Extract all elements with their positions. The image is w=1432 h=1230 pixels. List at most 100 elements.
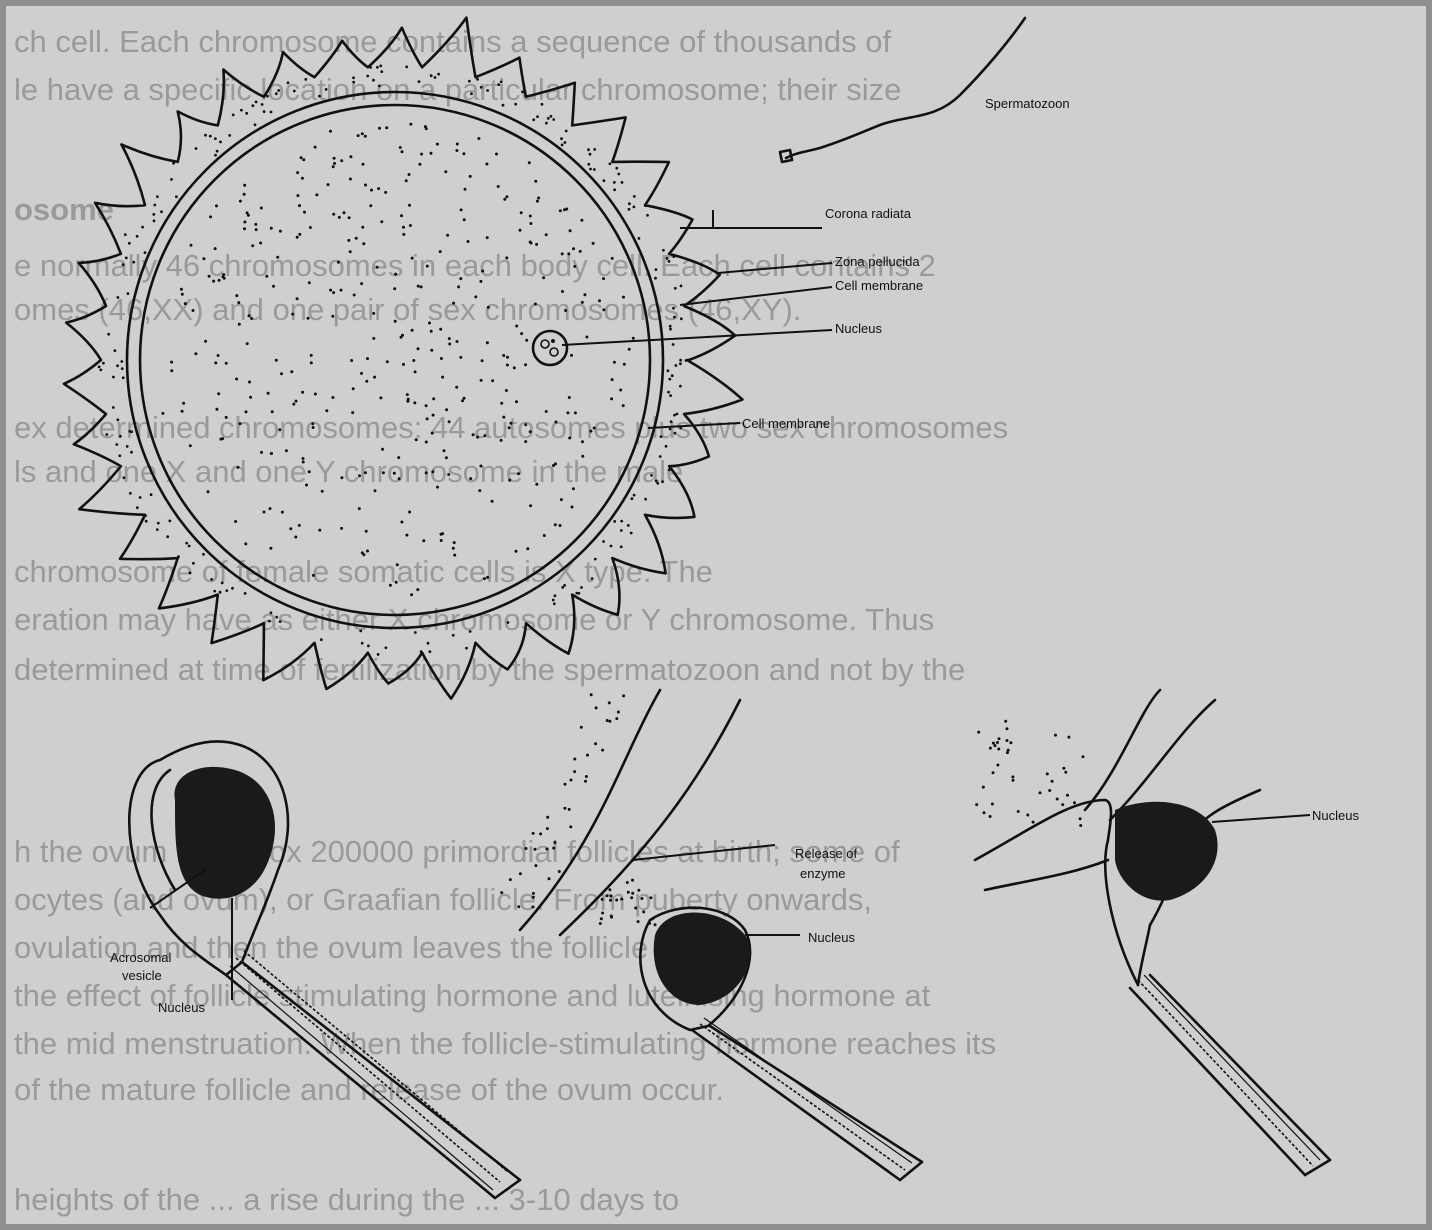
stipple-dot: [145, 520, 148, 523]
stipple-dot: [552, 118, 555, 121]
stipple-dot: [402, 233, 405, 236]
stipple-dot: [613, 520, 616, 523]
stipple-dot: [1032, 821, 1035, 824]
stipple-dot: [348, 216, 351, 219]
stipple-dot: [217, 392, 220, 395]
stipple-dot: [338, 216, 341, 219]
stipple-dot: [615, 717, 618, 720]
stipple-dot: [372, 79, 375, 82]
stipple-dot: [239, 422, 242, 425]
stipple-dot: [463, 397, 466, 400]
stipple-dot: [192, 309, 195, 312]
stipple-dot: [331, 396, 334, 399]
stipple-dot: [296, 194, 299, 197]
stipple-dot: [376, 266, 379, 269]
stipple-dot: [580, 219, 583, 222]
stipple-dot: [660, 435, 663, 438]
stipple-dot: [364, 135, 367, 138]
stipple-dot: [248, 381, 251, 384]
stipple-dot: [1066, 794, 1069, 797]
stipple-dot: [453, 541, 456, 544]
label-nucleus-sperm2: Nucleus: [808, 930, 855, 945]
label-zona-pellucida: Zona pellucida: [835, 254, 920, 269]
stipple-dot: [240, 109, 243, 112]
stipple-dot: [425, 404, 428, 407]
stipple-dot: [1073, 801, 1076, 804]
stipple-dot: [420, 650, 423, 653]
stipple-dot: [669, 328, 672, 331]
stipple-dot: [465, 647, 468, 650]
stipple-dot: [521, 91, 524, 94]
stipple-dot: [301, 177, 304, 180]
stipple-dot: [500, 402, 503, 405]
stipple-dot: [367, 645, 370, 648]
stipple-dot: [439, 328, 442, 331]
stipple-dot: [601, 898, 604, 901]
stipple-dot: [991, 803, 994, 806]
stipple-dot: [136, 235, 139, 238]
stipple-dot: [425, 441, 428, 444]
stipple-dot: [301, 391, 304, 394]
stipple-dot: [685, 359, 688, 362]
stipple-dot: [122, 376, 125, 379]
label-release-2: enzyme: [800, 866, 846, 881]
stipple-dot: [184, 302, 187, 305]
stipple-dot: [485, 163, 488, 166]
stipple-dot: [998, 737, 1001, 740]
stipple-dot: [566, 411, 569, 414]
stipple-dot: [630, 532, 633, 535]
stipple-dot: [1046, 772, 1049, 775]
background-text: ch cell. Each chromosome contains a sequ…: [14, 24, 1008, 1217]
stipple-dot: [532, 892, 535, 895]
stipple-dot: [221, 437, 224, 440]
sperm3-zona-inner: [1110, 700, 1215, 820]
stipple-dot: [207, 490, 210, 493]
stipple-dot: [662, 249, 665, 252]
stipple-dot: [412, 359, 415, 362]
stipple-dot: [529, 222, 532, 225]
stipple-dot: [268, 620, 271, 623]
stipple-dot: [361, 132, 364, 135]
stipple-dot: [180, 288, 183, 291]
stipple-dot: [296, 171, 299, 174]
stipple-dot: [185, 542, 188, 545]
stipple-dot: [156, 195, 159, 198]
stipple-dot: [310, 354, 313, 357]
stipple-dot: [505, 256, 508, 259]
stipple-dot: [567, 252, 570, 255]
stipple-dot: [337, 261, 340, 264]
stipple-dot: [640, 897, 643, 900]
stipple-dot: [329, 130, 332, 133]
stipple-dot: [529, 504, 532, 507]
stipple-dot: [613, 188, 616, 191]
stipple-dot: [290, 370, 293, 373]
stipple-dot: [537, 197, 540, 200]
stipple-dot: [448, 337, 451, 340]
label-cell-membrane-inner: Cell membrane: [742, 416, 830, 431]
cell-membrane-ring: [140, 105, 650, 615]
stipple-dot: [318, 529, 321, 532]
stipple-dot: [298, 233, 301, 236]
stipple-dot: [287, 81, 290, 84]
stipple-dot: [309, 226, 312, 229]
stipple-dot: [598, 299, 601, 302]
stipple-dot: [570, 354, 573, 357]
stipple-dot: [269, 507, 272, 510]
stipple-dot: [127, 292, 130, 295]
stipple-dot: [631, 497, 634, 500]
stipple-dot: [302, 461, 305, 464]
stipple-dot: [408, 511, 411, 514]
stipple-dot: [665, 445, 668, 448]
stipple-dot: [150, 493, 153, 496]
stipple-dot: [254, 123, 257, 126]
stipple-dot: [1006, 751, 1009, 754]
stipple-dot: [204, 134, 207, 137]
stipple-dot: [379, 396, 382, 399]
stipple-dot: [679, 385, 682, 388]
stipple-dot: [436, 143, 439, 146]
stipple-dot: [447, 473, 450, 476]
stipple-dot: [584, 780, 587, 783]
stipple-dot: [376, 66, 379, 69]
stipple-dot: [122, 263, 125, 266]
stipple-dot: [405, 66, 408, 69]
